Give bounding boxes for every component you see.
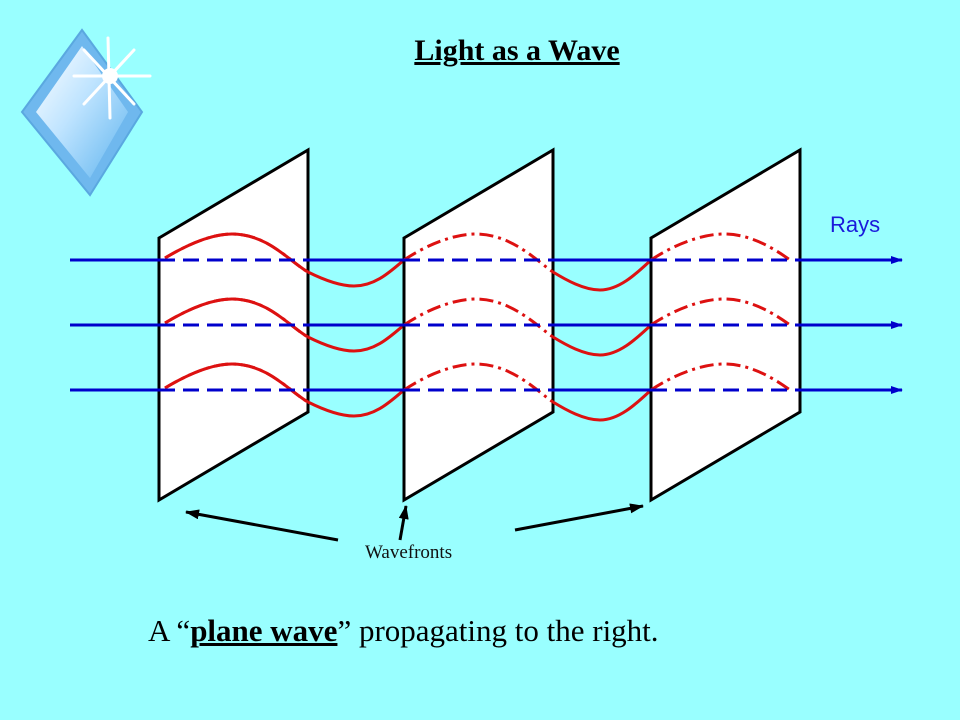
diamond-sparkle-logo — [20, 28, 152, 197]
caption-prefix: A “ — [148, 613, 191, 648]
wave-segment-mid-1b — [307, 323, 405, 353]
arrow-to-plane-3 — [514, 503, 644, 532]
rays — [70, 256, 903, 394]
caption-suffix: ” propagating to the right. — [337, 613, 659, 648]
wave-segments-2 — [552, 258, 653, 422]
arrow-to-plane-1 — [185, 509, 339, 542]
caption: A “plane wave” propagating to the right. — [148, 613, 659, 649]
slide-title: Light as a Wave — [414, 34, 620, 67]
wave-segment-top-1b — [307, 258, 405, 288]
wavefronts-label: Wavefronts — [365, 542, 453, 563]
caption-emphasis: plane wave — [190, 613, 338, 648]
wavefront-pointer-arrows — [185, 503, 644, 542]
wave-segment-bot-1b — [307, 388, 405, 418]
arrow-to-plane-2 — [398, 505, 409, 541]
rays-label: Rays — [830, 212, 881, 237]
